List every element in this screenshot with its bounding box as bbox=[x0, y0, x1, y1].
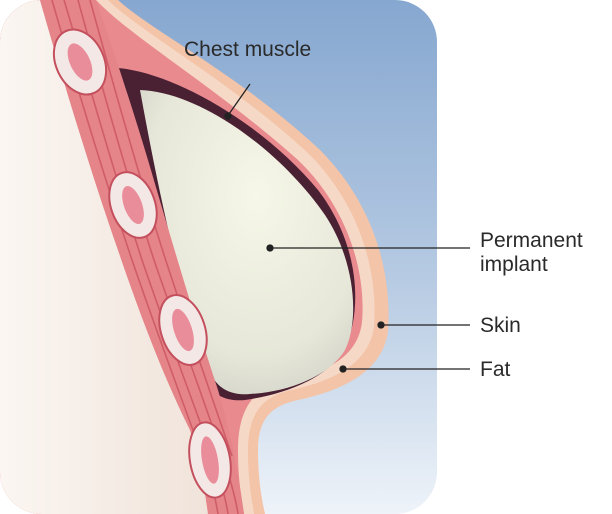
illustration-frame bbox=[0, 0, 437, 514]
implant-dot bbox=[267, 245, 273, 251]
permanent-implant-label: Permanent implant bbox=[480, 229, 583, 277]
fat-label: Fat bbox=[480, 358, 510, 382]
fat-dot bbox=[340, 366, 346, 372]
chest-muscle-dot bbox=[225, 113, 231, 119]
permanent-implant-label-line2: implant bbox=[480, 253, 583, 277]
skin-dot bbox=[378, 322, 384, 328]
permanent-implant-label-line1: Permanent bbox=[480, 229, 583, 253]
chest-muscle-label: Chest muscle bbox=[184, 38, 311, 62]
skin-label: Skin bbox=[480, 314, 521, 338]
